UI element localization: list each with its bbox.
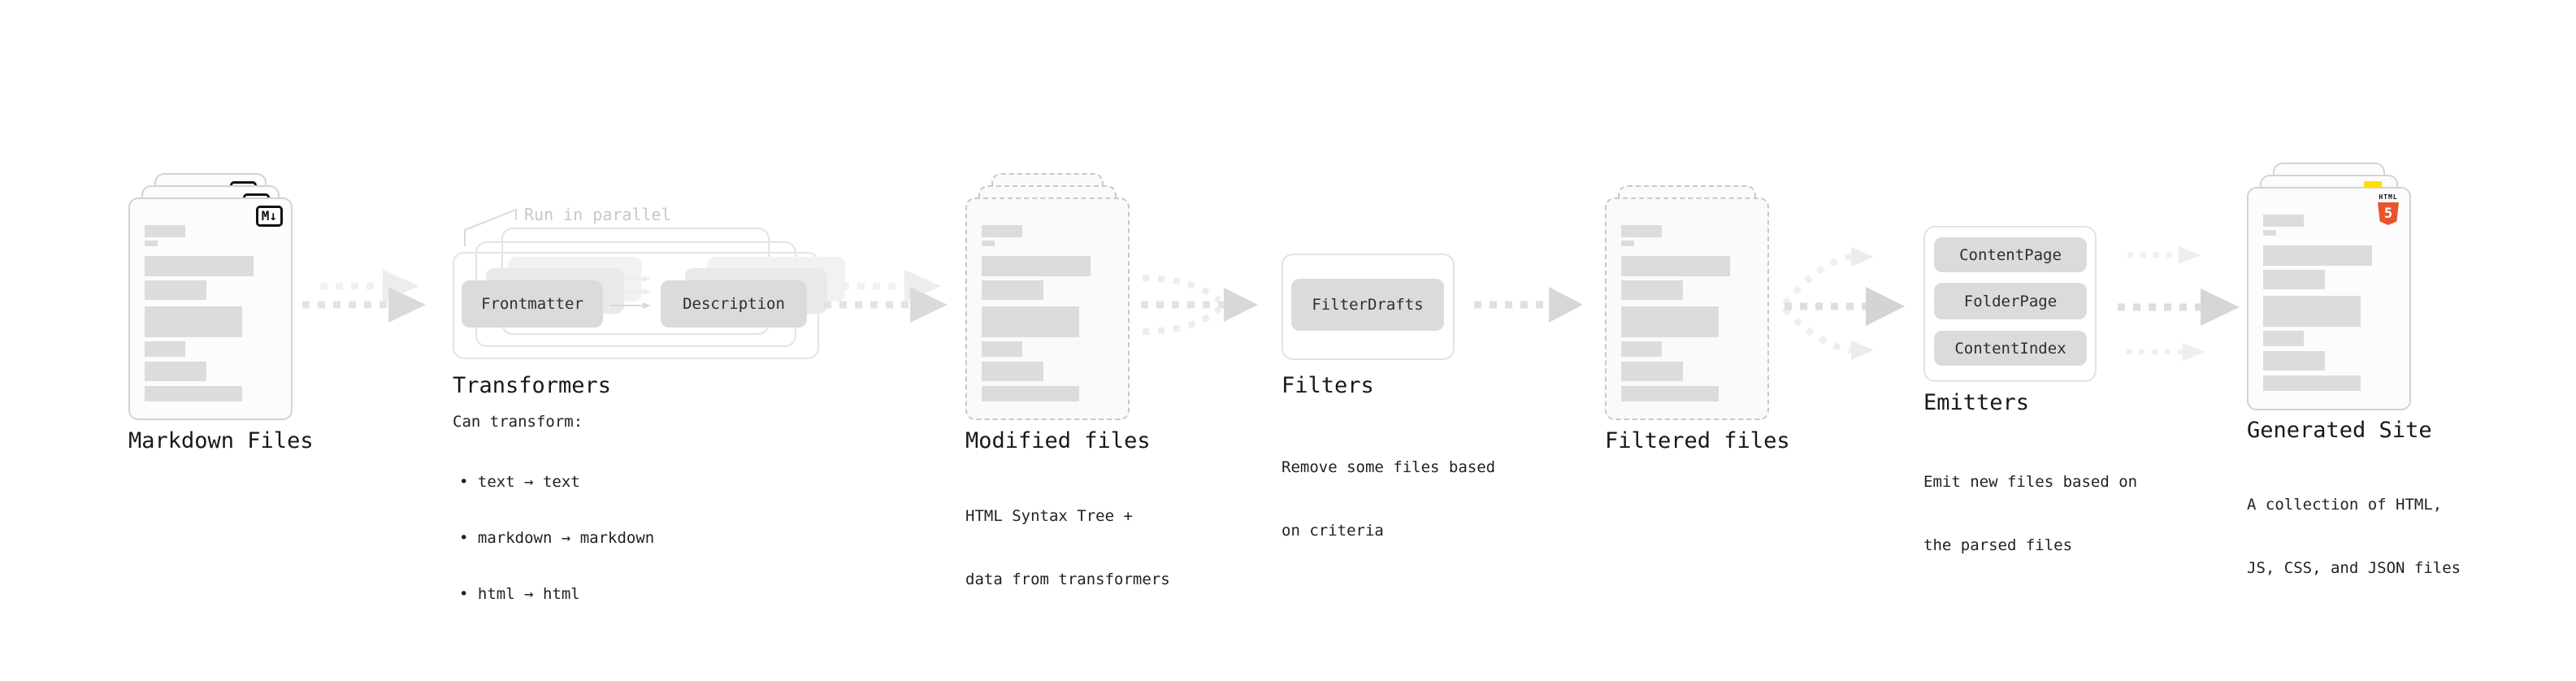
text-line-bar <box>2263 296 2361 327</box>
transformers-label: Transformers <box>453 373 612 398</box>
text-line-bar <box>1621 241 1635 246</box>
generated-doc-html: HTML 5 <box>2247 187 2411 410</box>
text-line-bar <box>1621 225 1663 237</box>
filtered-doc-front <box>1605 197 1769 420</box>
text-placeholder-bars <box>145 225 276 401</box>
contentpage-node: ContentPage <box>1934 237 2087 272</box>
desc-line: the parsed files <box>1923 536 2073 554</box>
html5-icon: HTML 5 <box>2375 193 2401 225</box>
filters-box <box>1281 254 1455 360</box>
bullet-item: • text → text <box>459 473 580 491</box>
modified-files-desc: HTML Syntax Tree + data from transformer… <box>965 463 1170 632</box>
filters-label: Filters <box>1281 373 1374 398</box>
note-leader-line <box>464 208 517 246</box>
text-placeholder-bars <box>1621 225 1753 401</box>
text-line-bar <box>1621 306 1719 337</box>
filters-group: FilterDrafts <box>1281 254 1455 360</box>
desc-line: A collection of HTML, <box>2247 496 2443 514</box>
text-line-bar <box>145 362 207 381</box>
text-line-bar <box>982 280 1044 300</box>
contentindex-node: ContentIndex <box>1934 331 2087 366</box>
arrow-emitters-to-generated <box>2118 246 2240 361</box>
filtered-files-stack <box>1605 185 1769 420</box>
arrow-markdown-to-transformers <box>302 270 426 323</box>
transformers-bullets: • text → text • markdown → markdown • ht… <box>459 436 654 641</box>
text-line-bar <box>1621 341 1663 357</box>
text-line-bar <box>982 362 1044 381</box>
text-line-bar <box>145 256 254 276</box>
text-line-bar <box>2263 351 2326 371</box>
run-in-parallel-note: Run in parallel <box>524 205 671 224</box>
emitters-group: ContentPage FolderPage ContentIndex <box>1923 226 2097 382</box>
text-line-bar <box>982 306 1079 337</box>
markdown-doc-front: M↓ <box>128 197 293 420</box>
arrow-modified-to-filters <box>1141 275 1258 335</box>
text-line-bar <box>982 225 1023 237</box>
modified-doc-front <box>965 197 1130 420</box>
text-line-bar <box>145 386 242 401</box>
markdown-files-stack: M↓ M↓ M↓ <box>128 173 293 420</box>
text-line-bar <box>2263 245 2373 266</box>
folderpage-node: FolderPage <box>1934 283 2087 319</box>
text-line-bar <box>145 241 158 246</box>
text-line-bar <box>1621 256 1731 276</box>
transformers-group: Run in parallel Frontmatter Description <box>453 205 845 368</box>
text-line-bar <box>982 241 995 246</box>
text-line-bar <box>2263 375 2361 391</box>
desc-line: HTML Syntax Tree + <box>965 507 1133 525</box>
filterdrafts-node: FilterDrafts <box>1291 279 1444 331</box>
text-placeholder-bars <box>2263 215 2395 391</box>
filtered-files-label: Filtered files <box>1605 428 1790 453</box>
generated-site-label: Generated Site <box>2247 418 2432 443</box>
text-placeholder-bars <box>982 225 1113 401</box>
parallel-arrows <box>610 275 651 309</box>
text-line-bar <box>982 256 1091 276</box>
bullet-item: • html → html <box>459 585 580 603</box>
generated-site-stack: CSS HTML 5 <box>2247 163 2411 410</box>
desc-line: on criteria <box>1281 522 1384 540</box>
desc-line: JS, CSS, and JSON files <box>2247 559 2461 577</box>
text-line-bar <box>2263 230 2277 236</box>
text-line-bar <box>982 386 1079 401</box>
modified-files-stack <box>965 173 1130 420</box>
text-line-bar <box>1621 280 1684 300</box>
text-line-bar <box>2263 215 2305 227</box>
transformers-desc-title: Can transform: <box>453 413 583 431</box>
text-line-bar <box>145 341 186 357</box>
text-line-bar <box>145 225 186 237</box>
text-line-bar <box>1621 362 1684 381</box>
text-line-bar <box>982 341 1023 357</box>
text-line-bar <box>145 306 242 337</box>
markdown-files-label: Markdown Files <box>128 428 314 453</box>
desc-line: Remove some files based <box>1281 458 1496 476</box>
desc-line: data from transformers <box>965 570 1170 588</box>
emitters-box <box>1923 226 2097 382</box>
emitters-label: Emitters <box>1923 390 2030 415</box>
desc-line: Emit new files based on <box>1923 473 2138 491</box>
modified-files-label: Modified files <box>965 428 1151 453</box>
arrow-filters-to-filtered <box>1474 287 1583 323</box>
text-line-bar <box>145 280 207 300</box>
text-line-bar <box>2263 270 2326 289</box>
description-node: Description <box>661 280 807 327</box>
generated-site-desc: A collection of HTML, JS, CSS, and JSON … <box>2247 452 2461 621</box>
markdown-icon: M↓ <box>255 206 283 228</box>
frontmatter-node: Frontmatter <box>462 280 603 327</box>
filters-desc: Remove some files based on criteria <box>1281 414 1495 583</box>
arrow-transformers-to-modified <box>824 270 948 323</box>
arrow-filtered-to-emitters <box>1781 247 1905 360</box>
text-line-bar <box>2263 331 2305 346</box>
emitters-desc: Emit new files based on the parsed files <box>1923 429 2137 598</box>
bullet-item: • markdown → markdown <box>459 529 655 547</box>
text-line-bar <box>1621 386 1719 401</box>
